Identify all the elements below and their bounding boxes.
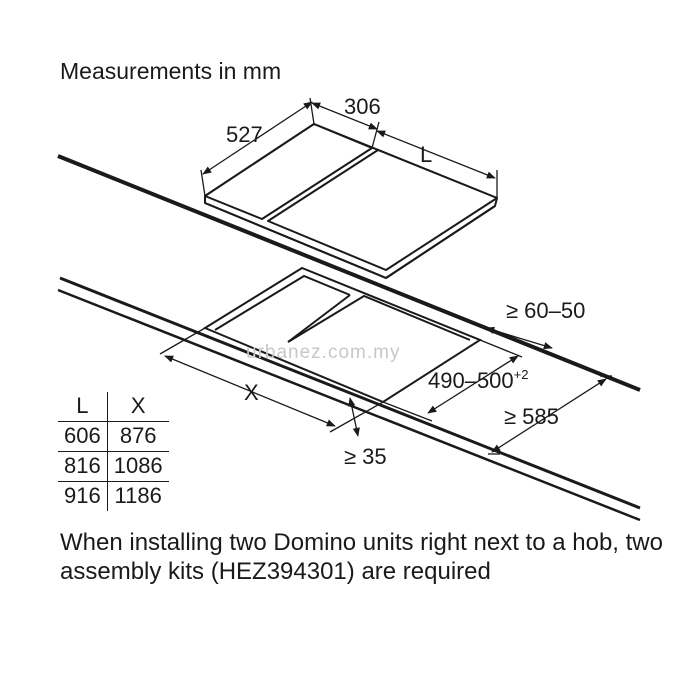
installation-note: When installing two Domino units right n… — [60, 529, 663, 585]
dim-L-line — [376, 130, 496, 179]
table-header-L: L — [58, 392, 108, 422]
dim-cutout-depth-tolerance: +2 — [514, 367, 529, 382]
dim-527-label: 527 — [226, 122, 263, 147]
diagram-title: Measurements in mm — [60, 58, 282, 84]
worktop-back-edge — [57, 154, 641, 392]
cutout-inner-wall-left — [214, 274, 351, 331]
dim-cutout-depth-ext-a — [479, 339, 523, 358]
dim-front-clearance-label: ≥ 35 — [344, 444, 387, 469]
dim-527-ext-a — [200, 169, 206, 197]
table-header-row: L X — [58, 392, 169, 422]
cutout-inner-wall-right — [287, 294, 471, 343]
dim-cutout-depth-ext-b — [382, 401, 433, 422]
dim-X-ext-a — [159, 327, 206, 355]
appliance-front-edge — [204, 202, 387, 279]
table-row: 916 1186 — [58, 481, 169, 511]
dim-306-label: 306 — [344, 94, 381, 119]
table-cell: 1086 — [107, 451, 169, 482]
dim-X-line — [164, 355, 336, 427]
dim-cutout-depth-line — [427, 355, 519, 414]
length-table: L X 606 876 816 1086 916 1186 — [58, 392, 169, 511]
dim-worktop-line — [491, 378, 607, 453]
table-cell: 816 — [58, 451, 108, 482]
dimension-lines — [159, 97, 612, 455]
domino-appliance — [204, 123, 498, 279]
table-cell: 1186 — [107, 481, 169, 511]
appliance-right-edge — [385, 205, 496, 279]
dim-worktop-depth-label: ≥ 585 — [504, 404, 559, 429]
table-cell: 876 — [107, 421, 169, 452]
dim-527-line — [202, 101, 313, 175]
cutout-divider — [287, 294, 351, 343]
dim-L-label: L — [420, 142, 432, 167]
table-header-X: X — [130, 393, 146, 418]
dim-rear-clearance-label: ≥ 60–50 — [506, 298, 585, 323]
dim-306-ext-b — [371, 121, 380, 149]
dim-front-line — [348, 397, 360, 437]
dim-X-label: X — [244, 380, 259, 405]
table-row: 816 1086 — [58, 451, 169, 482]
table-cell: 916 — [58, 481, 108, 511]
table-cell: 606 — [58, 421, 108, 452]
dim-527-ext-b — [309, 97, 315, 125]
dim-rear-line — [485, 326, 553, 350]
watermark: urbanez.com.my — [246, 342, 400, 363]
dim-306-line — [311, 102, 378, 130]
dim-cutout-depth-label: 490–500+2 — [428, 367, 528, 393]
table-row: 606 876 — [58, 421, 169, 452]
worktop-front-top-edge — [59, 276, 641, 510]
